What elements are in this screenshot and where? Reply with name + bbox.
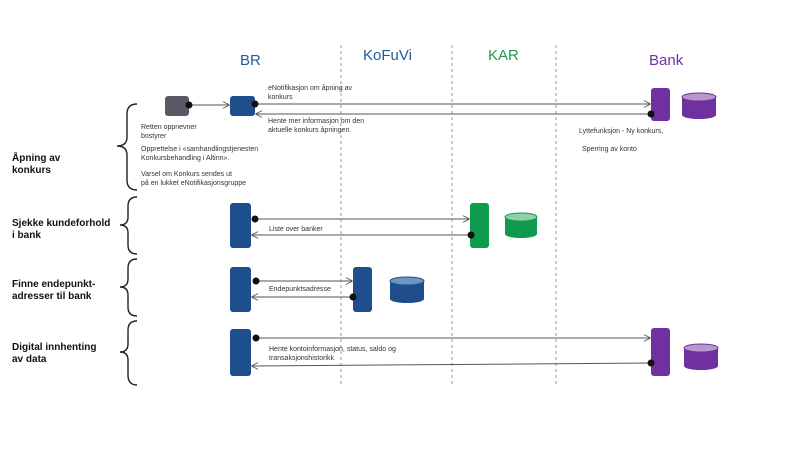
bank-note-sperring: Sperring av konto xyxy=(582,146,637,153)
arrow-dot xyxy=(647,110,655,118)
message-liste-over-banker: Liste over banker xyxy=(269,226,323,233)
bank-database-icon-lane1 xyxy=(681,92,717,119)
kar-node xyxy=(470,203,489,248)
arrow-dot xyxy=(467,231,475,239)
column-header-kofuvi: KoFuVi xyxy=(363,47,412,64)
arrow-dot xyxy=(251,100,259,108)
kar-database-icon xyxy=(504,212,538,238)
lane-label-digital-innhenting: Digital innhenting av data xyxy=(12,342,97,365)
arrow-dot xyxy=(252,334,260,342)
message-hente-mer-informasjon: Hente mer informasjon om den aktuelle ko… xyxy=(268,118,365,134)
note-retten-oppnevner: Retten oppnevner bostyrer xyxy=(141,124,197,140)
lane-bracket-1 xyxy=(116,103,138,191)
lane-bracket-2 xyxy=(119,196,138,255)
lane-bracket-4 xyxy=(119,320,138,386)
column-header-br: BR xyxy=(240,52,261,69)
lane-label-finne-endepunktadresser: Finne endepunkt- adresser til bank xyxy=(12,279,96,302)
message-enotifikasjon: eNotifikasjon om åpning av konkurs xyxy=(268,85,353,101)
arrow-dot xyxy=(185,101,193,109)
message-hente-kontoinformasjon: Hente kontoinformasjon, status, saldo og… xyxy=(269,346,396,362)
bank-note-lyttefunksjon: Lyttefunksjon - Ny konkurs, xyxy=(579,128,664,135)
br-node-lane4 xyxy=(230,329,251,376)
kofuvi-node xyxy=(353,267,372,312)
br-node-lane1 xyxy=(230,96,255,116)
arrow-dot xyxy=(251,215,259,223)
arrow-dot xyxy=(252,277,260,285)
message-endepunktsadresse: Endepunktsadresse xyxy=(269,286,331,293)
court-node xyxy=(165,96,189,116)
kofuvi-database-icon xyxy=(389,276,425,303)
column-header-bank: Bank xyxy=(649,52,684,69)
bank-node-lane4 xyxy=(651,328,670,376)
br-node-lane3 xyxy=(230,267,251,312)
column-header-kar: KAR xyxy=(488,47,519,64)
note-opprettelse: Opprettelse i «samhandlingstjenesten Kon… xyxy=(141,146,259,162)
br-node-lane2 xyxy=(230,203,251,248)
arrow-bank-to-br-data xyxy=(252,363,652,366)
arrow-dot xyxy=(647,359,655,367)
lane-label-apning-av-konkurs: Åpning av konkurs xyxy=(12,153,61,176)
bank-node-lane1 xyxy=(651,88,670,121)
arrow-dot xyxy=(349,293,357,301)
bank-database-icon-lane4 xyxy=(683,343,719,370)
lane-bracket-3 xyxy=(119,258,138,317)
note-varsel: Varsel om Konkurs sendes ut på en lukket… xyxy=(141,171,247,187)
lane-label-sjekke-kundeforhold: Sjekke kundeforhold i bank xyxy=(12,218,111,241)
